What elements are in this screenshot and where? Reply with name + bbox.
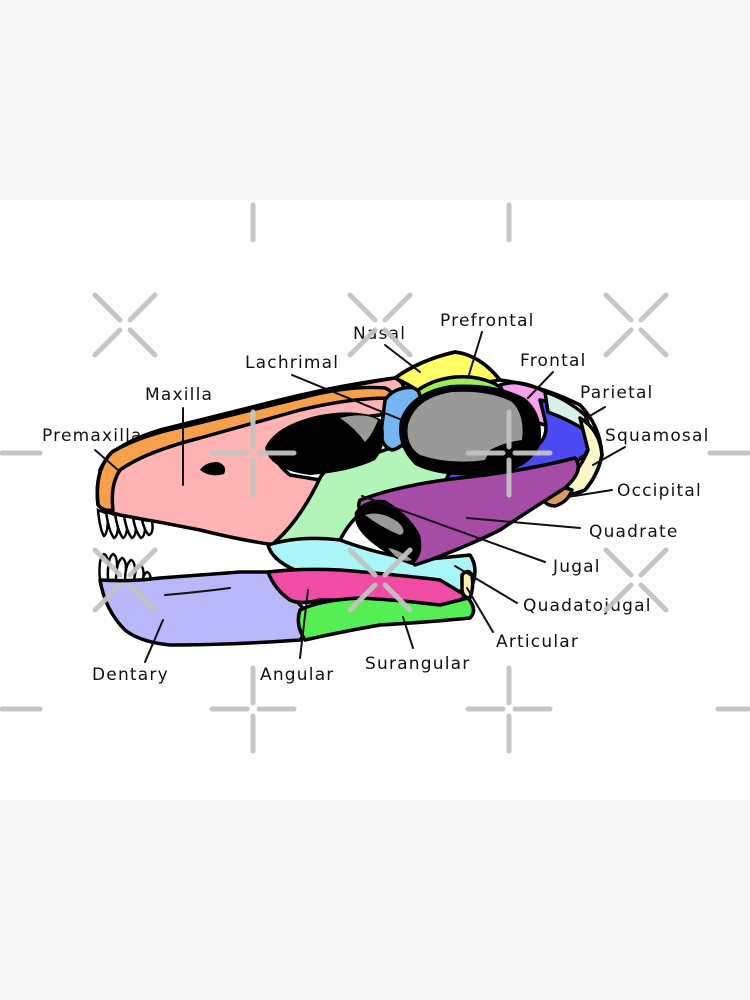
leader-surangular <box>402 616 414 649</box>
leader-nasal <box>384 344 421 373</box>
dentary-groove <box>164 587 231 596</box>
label-maxilla: Maxilla <box>145 385 213 405</box>
leader-frontal <box>527 371 554 399</box>
watermark-plus-icon <box>0 409 750 498</box>
leader-articular <box>466 587 494 633</box>
bottom-background-band <box>0 800 750 1000</box>
label-frontal: Frontal <box>520 351 587 371</box>
label-premaxilla: Premaxilla <box>42 426 143 446</box>
leader-dentary <box>144 619 164 663</box>
watermark-x-icon <box>603 292 669 358</box>
leader-premaxilla <box>94 449 119 471</box>
bone-labels: Premaxilla Maxilla Lachrimal Nasal Prefr… <box>42 311 710 685</box>
lower-jaw <box>98 552 476 647</box>
surangular-bone <box>296 596 476 642</box>
watermark-x-icon <box>347 547 413 613</box>
label-parietal: Parietal <box>580 383 653 403</box>
lateral-temporal-fenestra-highlight <box>365 513 404 535</box>
leader-occipital <box>567 489 613 498</box>
leader-parietal <box>582 406 606 421</box>
label-quadratojugal: Quadatojugal <box>523 596 652 616</box>
label-quadrate: Quadrate <box>589 522 679 542</box>
leader-quadrate <box>466 517 581 529</box>
leader-lines <box>94 331 626 663</box>
top-background-band <box>0 0 750 200</box>
upper-teeth <box>96 508 154 540</box>
label-articular: Articular <box>496 632 579 652</box>
watermark-x-icon <box>92 292 158 358</box>
leader-quadratojugal <box>454 565 518 604</box>
nostril <box>200 462 226 476</box>
watermark <box>0 202 750 754</box>
label-dentary: Dentary <box>92 665 169 685</box>
watermark-plus-icon <box>0 665 750 754</box>
watermark-x-icon <box>603 547 669 613</box>
antorbital-fenestra-highlight <box>340 415 378 442</box>
label-occipital: Occipital <box>617 481 702 501</box>
leader-jugal <box>361 495 546 563</box>
label-angular: Angular <box>260 665 335 685</box>
watermark-x-icon <box>347 292 413 358</box>
label-squamosal: Squamosal <box>605 426 710 446</box>
leader-prefrontal <box>467 331 483 379</box>
leader-angular <box>299 589 309 659</box>
label-prefrontal: Prefrontal <box>440 311 535 331</box>
lateral-temporal-fenestra-highlight-2 <box>388 548 412 561</box>
leader-squamosal <box>592 446 626 466</box>
watermark-x-icon <box>92 547 158 613</box>
label-lachrimal: Lachrimal <box>245 353 339 373</box>
label-jugal: Jugal <box>552 557 601 577</box>
leader-lachrimal <box>291 374 403 421</box>
orbit-highlight <box>407 391 523 462</box>
skull-outline <box>95 350 604 506</box>
label-surangular: Surangular <box>365 654 470 674</box>
